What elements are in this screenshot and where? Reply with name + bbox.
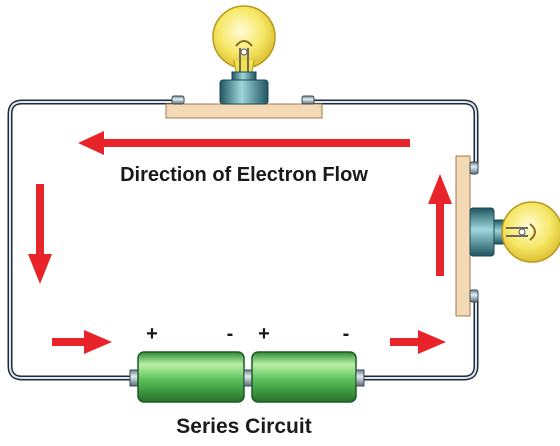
flow-label: Direction of Electron Flow xyxy=(120,164,368,186)
battery-2-negative: - xyxy=(343,323,350,345)
terminal-screw xyxy=(301,95,315,105)
battery-1-negative: - xyxy=(227,323,234,345)
battery-2-positive: + xyxy=(258,323,270,345)
arrow-icon xyxy=(428,174,452,276)
right-bulb-assembly xyxy=(455,155,560,317)
terminal-screw xyxy=(171,95,185,105)
battery-icon xyxy=(251,351,365,403)
bulb-icon xyxy=(212,5,276,105)
right-bulb-board xyxy=(455,155,471,317)
arrow-icon xyxy=(390,330,446,354)
terminal-screw xyxy=(469,161,479,175)
top-bulb-board xyxy=(165,103,323,119)
arrow-icon xyxy=(28,184,52,284)
battery-1: + - xyxy=(129,323,253,403)
arrow-icon xyxy=(78,131,410,155)
arrow-icon xyxy=(52,330,112,354)
circuit-wire xyxy=(7,99,479,381)
flow-arrows xyxy=(28,131,452,354)
battery-1-positive: + xyxy=(146,323,158,345)
battery-2: + - xyxy=(251,323,365,403)
battery-icon xyxy=(129,351,253,403)
bulb-icon xyxy=(469,201,560,263)
top-bulb-assembly xyxy=(165,5,323,119)
terminal-screw xyxy=(469,289,479,303)
diagram-caption: Series Circuit xyxy=(176,415,311,438)
